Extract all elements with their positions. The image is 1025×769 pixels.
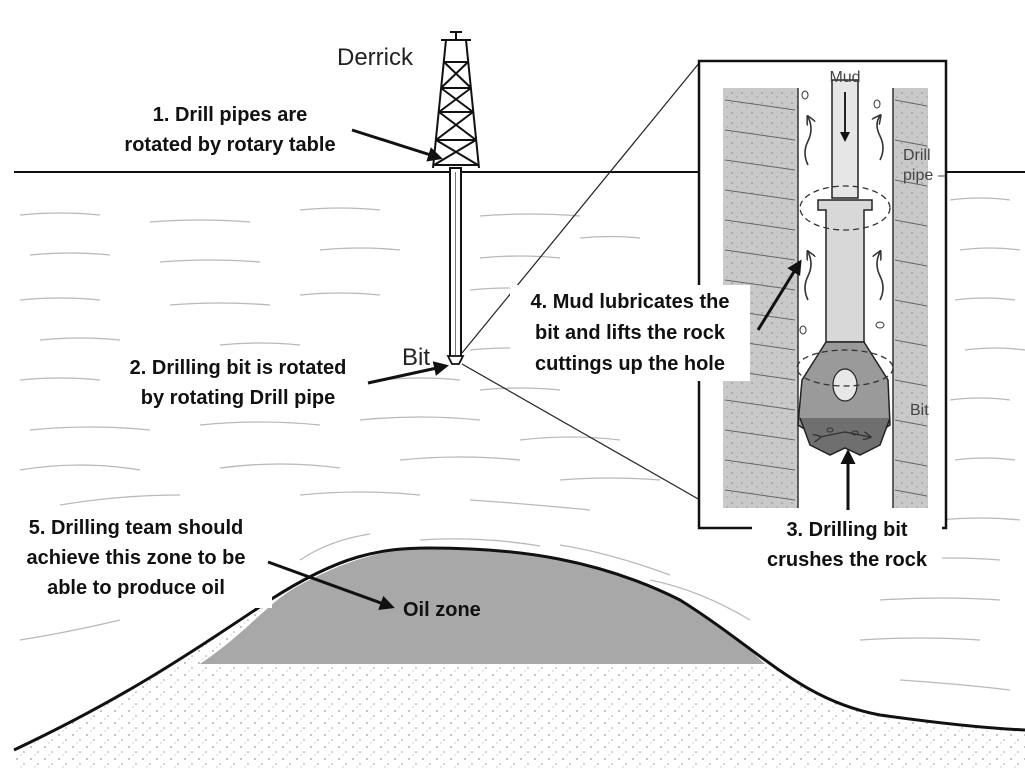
- callout-4-line1: 4. Mud lubricates the: [531, 291, 730, 313]
- callout-5-line3: able to produce oil: [47, 577, 225, 599]
- oil-zone-label: Oil zone: [403, 599, 481, 621]
- mud-label: Mud: [829, 69, 860, 86]
- drill-pipe-label-2: pipe: [903, 167, 933, 184]
- bit-nozzle: [833, 369, 857, 401]
- callout-1-line1: 1. Drill pipes are: [153, 104, 308, 126]
- derrick-label: Derrick: [337, 44, 414, 71]
- bit-inset-label: Bit: [910, 402, 929, 419]
- callout-5-line1: 5. Drilling team should: [29, 517, 243, 539]
- callout-4-line3: cuttings up the hole: [535, 353, 725, 375]
- callout-4-line2: bit and lifts the rock: [535, 322, 726, 344]
- callout-3-line1: 3. Drilling bit: [786, 519, 907, 541]
- oil-zone: [200, 548, 765, 664]
- bit-label: Bit: [402, 344, 430, 371]
- callout-5-line2: achieve this zone to be: [27, 547, 246, 569]
- zoom-line-bottom: [462, 364, 700, 500]
- drill-bit: [448, 356, 463, 364]
- drill-collar: [818, 200, 872, 342]
- callout-2-line1: 2. Drilling bit is rotated: [130, 357, 347, 379]
- callout-2-line2: by rotating Drill pipe: [141, 387, 335, 409]
- callout-3-line2: crushes the rock: [767, 549, 928, 571]
- drill-pipe-label: Drill: [903, 147, 931, 164]
- derrick-tower: [433, 32, 479, 168]
- callout-1-line2: rotated by rotary table: [124, 134, 335, 156]
- callout-1-arrow: [352, 130, 440, 158]
